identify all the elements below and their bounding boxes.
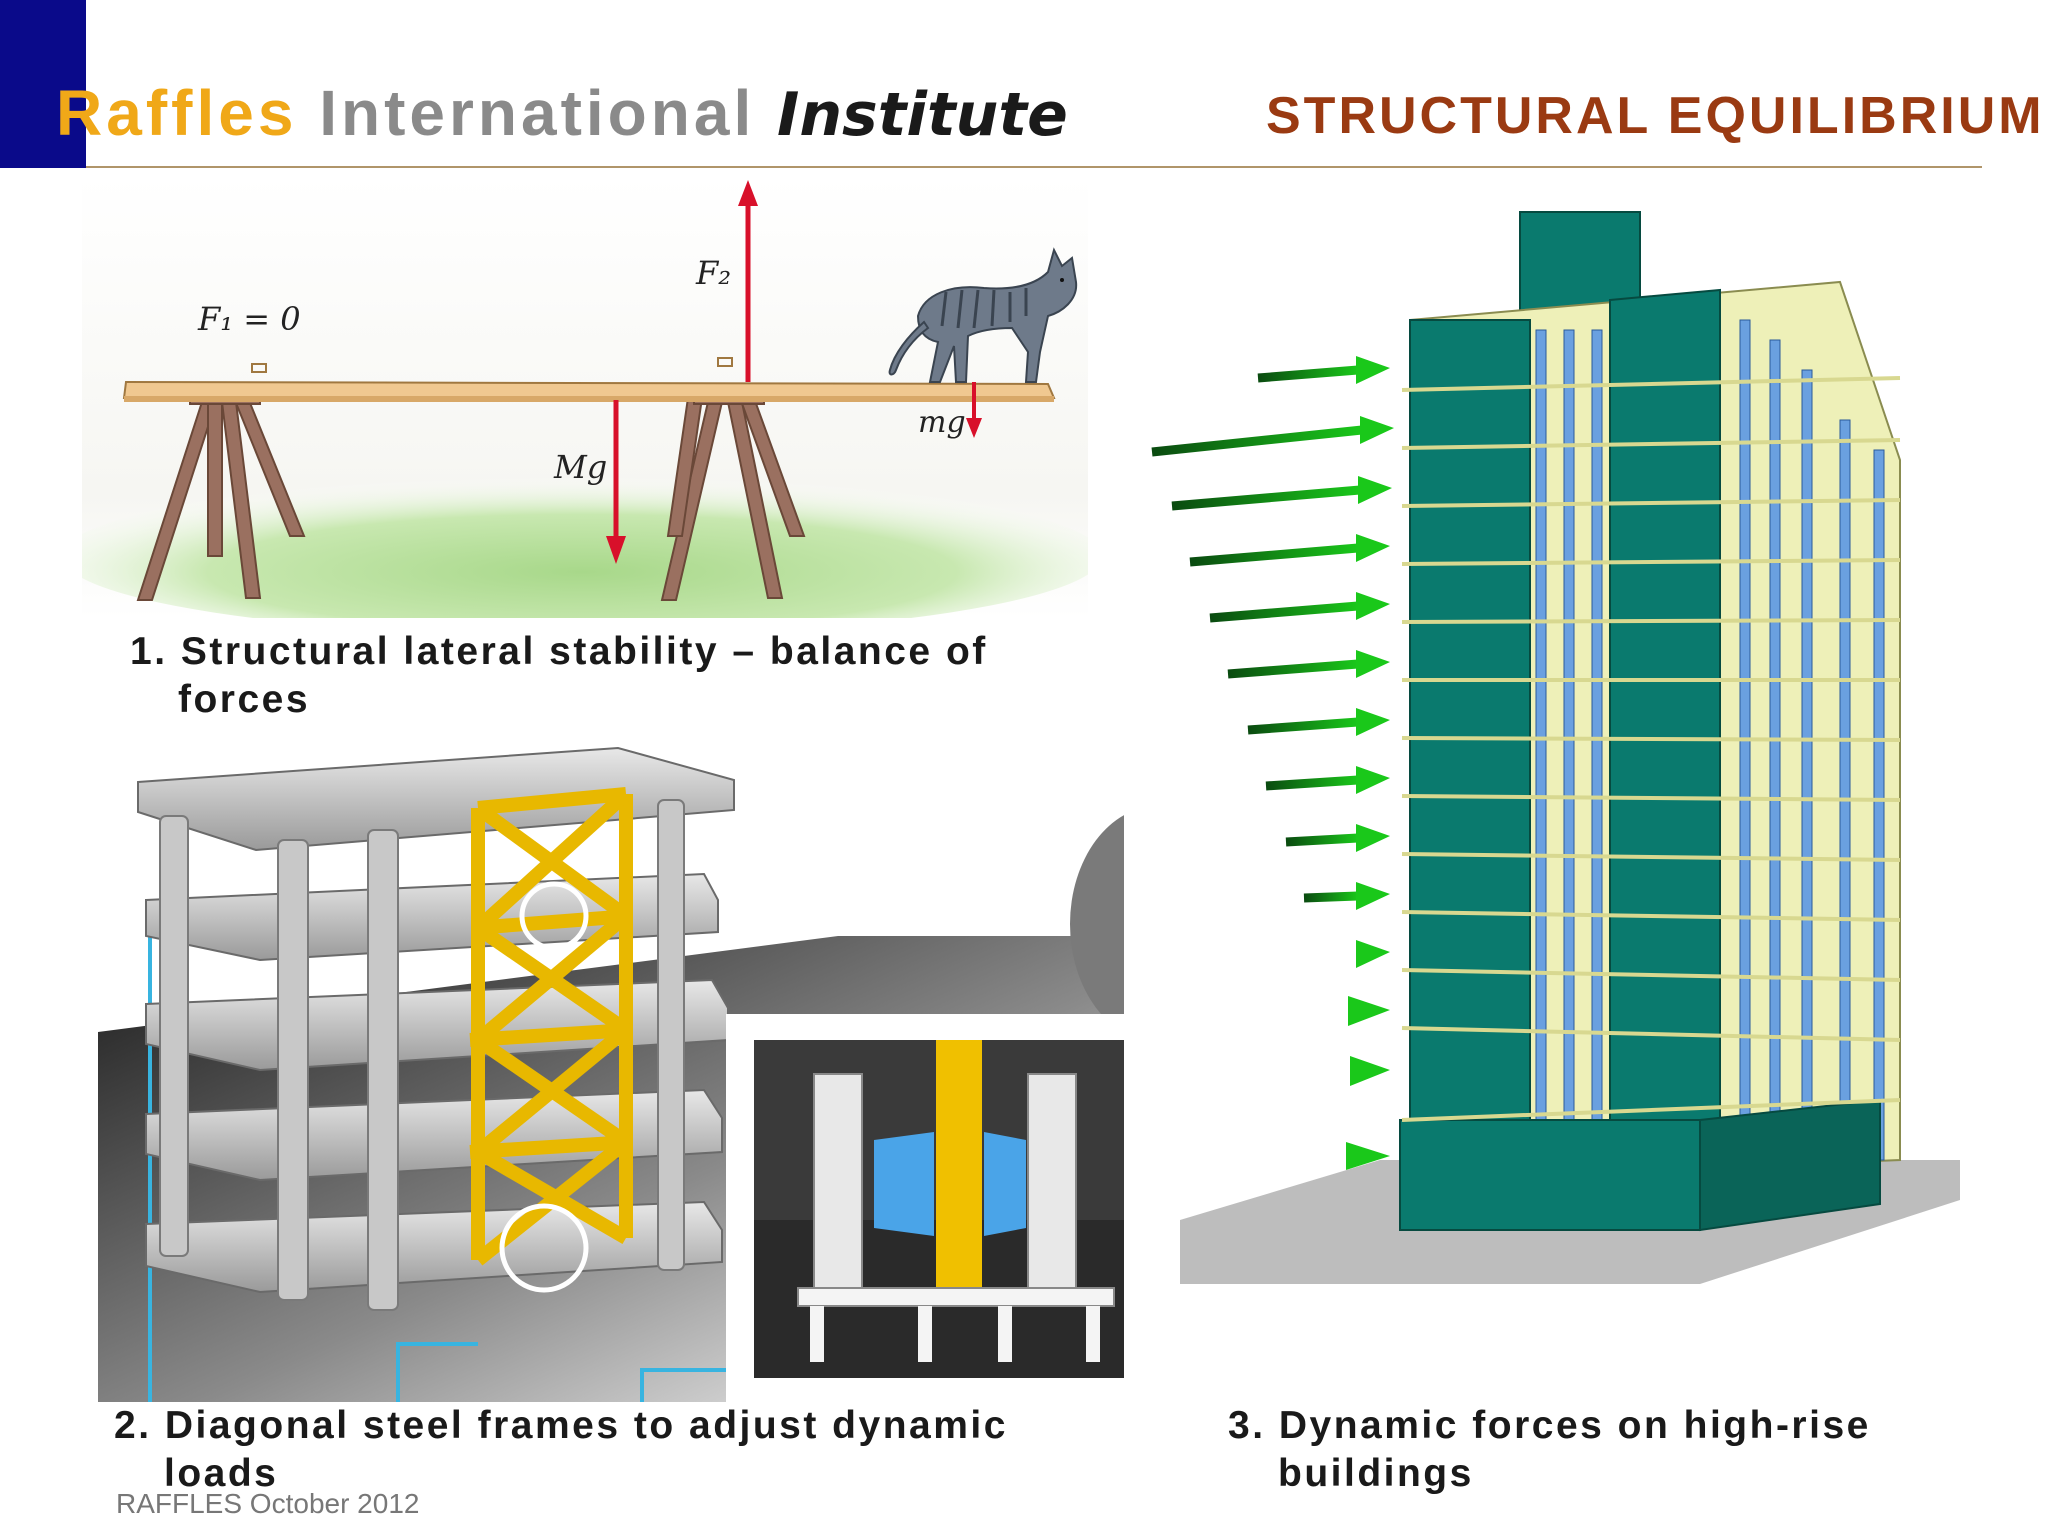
building-left-mass bbox=[1409, 319, 1531, 1181]
brand-institute: Institute bbox=[777, 80, 1068, 150]
force-f2-arrow bbox=[738, 180, 758, 382]
diagonal-steel-frame-figure bbox=[98, 740, 1124, 1402]
slide-title: STRUCTURAL EQUILIBRIUM bbox=[1266, 87, 2045, 145]
wind-arrow bbox=[1350, 1056, 1390, 1086]
wind-arrow bbox=[1265, 766, 1390, 794]
wind-arrow bbox=[1227, 650, 1390, 679]
force-small-mg-arrow bbox=[966, 382, 982, 438]
wind-arrow bbox=[1247, 708, 1390, 736]
force-big-mg-arrow bbox=[606, 400, 626, 564]
concrete-columns bbox=[159, 799, 685, 1311]
wind-arrow bbox=[1257, 356, 1390, 384]
figure1-caption: 1. Structural lateral stability – balanc… bbox=[130, 628, 988, 724]
figure2-caption-line2: loads bbox=[164, 1452, 279, 1495]
wind-arrow bbox=[1151, 416, 1394, 457]
wind-arrow bbox=[1171, 476, 1392, 511]
figure1-caption-line1: 1. Structural lateral stability – balanc… bbox=[130, 630, 988, 673]
building-podium-side bbox=[1699, 1098, 1881, 1232]
building-podium-front bbox=[1399, 1119, 1701, 1231]
building-right-mass bbox=[1609, 288, 1721, 1132]
footer-text: RAFFLES October 2012 bbox=[116, 1488, 420, 1519]
header-divider bbox=[86, 166, 1982, 168]
figure3-caption-line1: 3. Dynamic forces on high-rise bbox=[1228, 1404, 1871, 1447]
plank bbox=[122, 380, 1056, 399]
figure2-caption-line1: 2. Diagonal steel frames to adjust dynam… bbox=[114, 1404, 1008, 1447]
damper-detail-inset bbox=[726, 1014, 1124, 1402]
floor-plate-lines bbox=[1401, 376, 1901, 1122]
grey-disc-background bbox=[1070, 815, 1124, 1033]
cat-illustration bbox=[888, 247, 1078, 383]
wind-arrow bbox=[1209, 592, 1390, 623]
label-f2: F₂ bbox=[695, 254, 731, 292]
figure3-caption: 3. Dynamic forces on high-rise buildings bbox=[1228, 1402, 1871, 1498]
balance-of-forces-figure: F₁ = 0 F₂ Mg mg bbox=[82, 176, 1088, 618]
label-f1-zero: F₁ = 0 bbox=[197, 300, 301, 338]
wind-arrow bbox=[1348, 996, 1390, 1026]
brand-international: International bbox=[319, 77, 756, 149]
wind-arrow bbox=[1303, 882, 1390, 910]
brand-raffles: Raffles bbox=[56, 77, 298, 149]
wind-arrow bbox=[1285, 824, 1390, 852]
wind-arrow bbox=[1189, 534, 1390, 567]
corner-block bbox=[0, 0, 86, 168]
figure3-caption-line2: buildings bbox=[1278, 1452, 1474, 1495]
figure2-caption: 2. Diagonal steel frames to adjust dynam… bbox=[114, 1402, 1008, 1498]
wind-load-arrows bbox=[1151, 356, 1394, 1170]
wind-arrow bbox=[1346, 1142, 1390, 1170]
brand-logo: Raffles International Institute bbox=[56, 76, 1068, 150]
wind-arrow bbox=[1324, 940, 1390, 968]
yellow-diagonal-frame bbox=[469, 787, 633, 1266]
figure1-caption-line2: forces bbox=[178, 678, 311, 721]
detail-callout-circle-top bbox=[519, 881, 589, 951]
label-big-mg: Mg bbox=[553, 448, 607, 486]
label-small-mg: mg bbox=[918, 405, 966, 440]
detail-callout-circle-bottom bbox=[499, 1203, 589, 1293]
high-rise-dynamic-forces-figure bbox=[1151, 211, 1960, 1284]
grass-patch bbox=[82, 476, 1088, 618]
